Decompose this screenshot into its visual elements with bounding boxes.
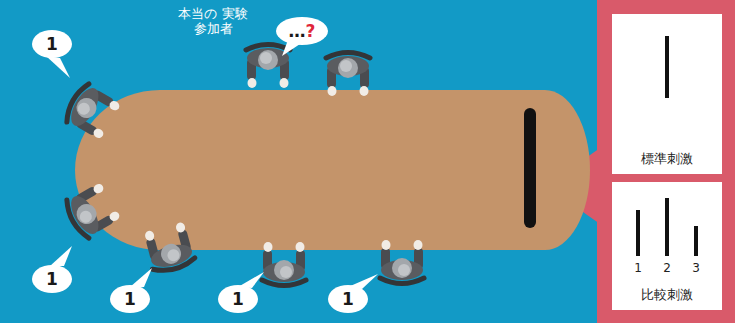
confederate-figure xyxy=(143,221,197,274)
participant-figure xyxy=(246,45,290,89)
table xyxy=(75,90,590,250)
callout-number: 3 xyxy=(692,261,700,275)
card-caption: 標準刺激 xyxy=(641,150,693,168)
confederate-figure xyxy=(62,181,122,241)
screen-bar xyxy=(524,108,536,228)
speech-bubble: 1 xyxy=(218,285,258,313)
bubble-text: 1 xyxy=(232,289,244,309)
confederate-figure xyxy=(326,53,370,97)
bubble-tail xyxy=(50,246,72,266)
stimulus-panel xyxy=(597,0,735,323)
bubble-tail xyxy=(130,268,152,287)
bubble-text: …? xyxy=(289,21,316,41)
bubble-text: 1 xyxy=(46,269,58,289)
card-caption: 比較刺激 xyxy=(641,286,693,304)
speech-bubble: 1 xyxy=(32,265,72,293)
callout-number: 1 xyxy=(634,261,642,275)
confederate-figure xyxy=(380,240,424,284)
bubble-text: 1 xyxy=(46,34,58,54)
bubble-tail xyxy=(46,56,70,78)
speech-bubble: 1 xyxy=(328,285,368,313)
speech-bubble: …? xyxy=(276,17,328,45)
participant-label: 本当の 実験参加者 xyxy=(178,7,248,37)
confederate-figure xyxy=(62,81,122,141)
bubble-text: 1 xyxy=(342,289,354,309)
stimulus-card: 標準刺激 xyxy=(612,14,722,174)
bubble-text: 1 xyxy=(124,289,136,309)
confederate-figure xyxy=(262,242,306,286)
callout-number: 2 xyxy=(663,261,671,275)
speech-bubble: 1 xyxy=(110,285,150,313)
stimulus-card: 比較刺激 xyxy=(612,182,722,310)
speech-bubble: 1 xyxy=(32,30,72,58)
